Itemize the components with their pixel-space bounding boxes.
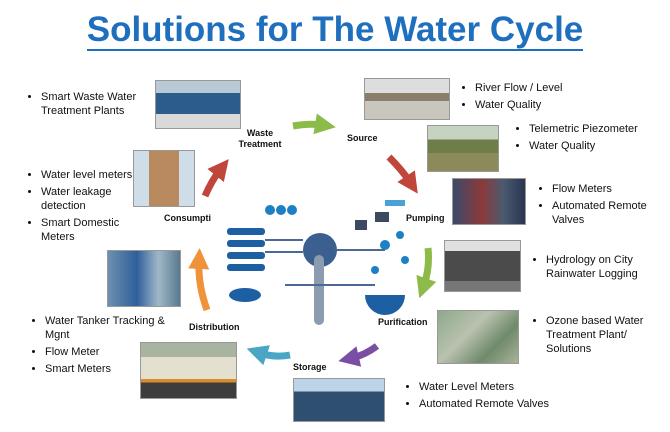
- arrow-distribution-to-consumption: [188, 248, 211, 312]
- bullet-item: Smart Waste Water Treatment Plants: [41, 90, 153, 118]
- storage-tank-photo: [293, 378, 385, 422]
- arrow-purification-to-storage: [338, 343, 380, 367]
- stage-waste-treatment: Waste Treatment: [238, 128, 282, 149]
- bullet-item: Water Quality: [529, 139, 670, 153]
- purification-bullets: Ozone based Water Treatment Plant/ Solut…: [527, 314, 670, 359]
- stage-storage: Storage: [293, 362, 327, 372]
- bullet-item: Smart Domestic Meters: [41, 216, 136, 244]
- water-tower-photo: [133, 150, 195, 207]
- title-text: Solutions for The Water Cycle: [86, 10, 584, 51]
- piezometer-photo: [427, 125, 499, 172]
- consumption-bullets: Water level meters Water leakage detecti…: [22, 168, 136, 247]
- rainwater-photo: [444, 240, 521, 292]
- stage-consumption: Consumpti: [164, 213, 211, 223]
- waste-treatment-photo: [155, 80, 241, 129]
- distribution-photo: [107, 250, 181, 307]
- bullet-item: Smart Meters: [45, 362, 165, 376]
- distribution-bullets: Water Tanker Tracking & Mgnt Flow Meter …: [26, 314, 165, 379]
- source-dam-photo: [364, 78, 450, 120]
- bullet-item: River Flow / Level: [475, 81, 615, 95]
- waste-bullets: Smart Waste Water Treatment Plants: [22, 90, 153, 121]
- piezometer-bullets: Telemetric Piezometer Water Quality: [510, 122, 670, 156]
- arrow-source-to-pumping: [386, 154, 418, 194]
- bullet-item: Ozone based Water Treatment Plant/ Solut…: [546, 314, 670, 356]
- bullet-item: Flow Meter: [45, 345, 165, 359]
- bullet-item: Automated Remote Valves: [419, 397, 599, 411]
- water-tanker-photo: [140, 342, 237, 399]
- stage-distribution: Distribution: [189, 322, 240, 332]
- arrow-consumption-to-waste: [201, 159, 229, 198]
- source-bullets: River Flow / Level Water Quality: [456, 81, 615, 115]
- pumping-photo: [452, 178, 526, 225]
- arrow-storage-to-distribution: [246, 345, 291, 366]
- bullet-item: Water leakage detection: [41, 185, 136, 213]
- page-title: Solutions for The Water Cycle: [0, 10, 670, 51]
- bullet-item: Automated Remote Valves: [552, 199, 670, 227]
- water-cycle-illustration: [227, 200, 409, 325]
- bullet-item: Hydrology on City Rainwater Logging: [546, 253, 670, 281]
- bullet-item: Water level meters: [41, 168, 136, 182]
- bullet-item: Water Tanker Tracking & Mgnt: [45, 314, 165, 342]
- arrow-pumping-to-purification: [416, 247, 437, 299]
- pumping-bullets: Flow Meters Automated Remote Valves: [533, 182, 670, 230]
- ozone-plant-photo: [437, 310, 519, 364]
- arrow-waste-to-source: [292, 113, 336, 135]
- bullet-item: Water Quality: [475, 98, 615, 112]
- bullet-item: Flow Meters: [552, 182, 670, 196]
- bullet-item: Telemetric Piezometer: [529, 122, 670, 136]
- stage-pumping: Pumping: [406, 213, 445, 223]
- rainwater-bullets: Hydrology on City Rainwater Logging: [527, 253, 670, 284]
- storage-bullets: Water Level Meters Automated Remote Valv…: [400, 380, 599, 414]
- bullet-item: Water Level Meters: [419, 380, 599, 394]
- stage-source: Source: [347, 133, 378, 143]
- stage-purification: Purification: [378, 317, 428, 327]
